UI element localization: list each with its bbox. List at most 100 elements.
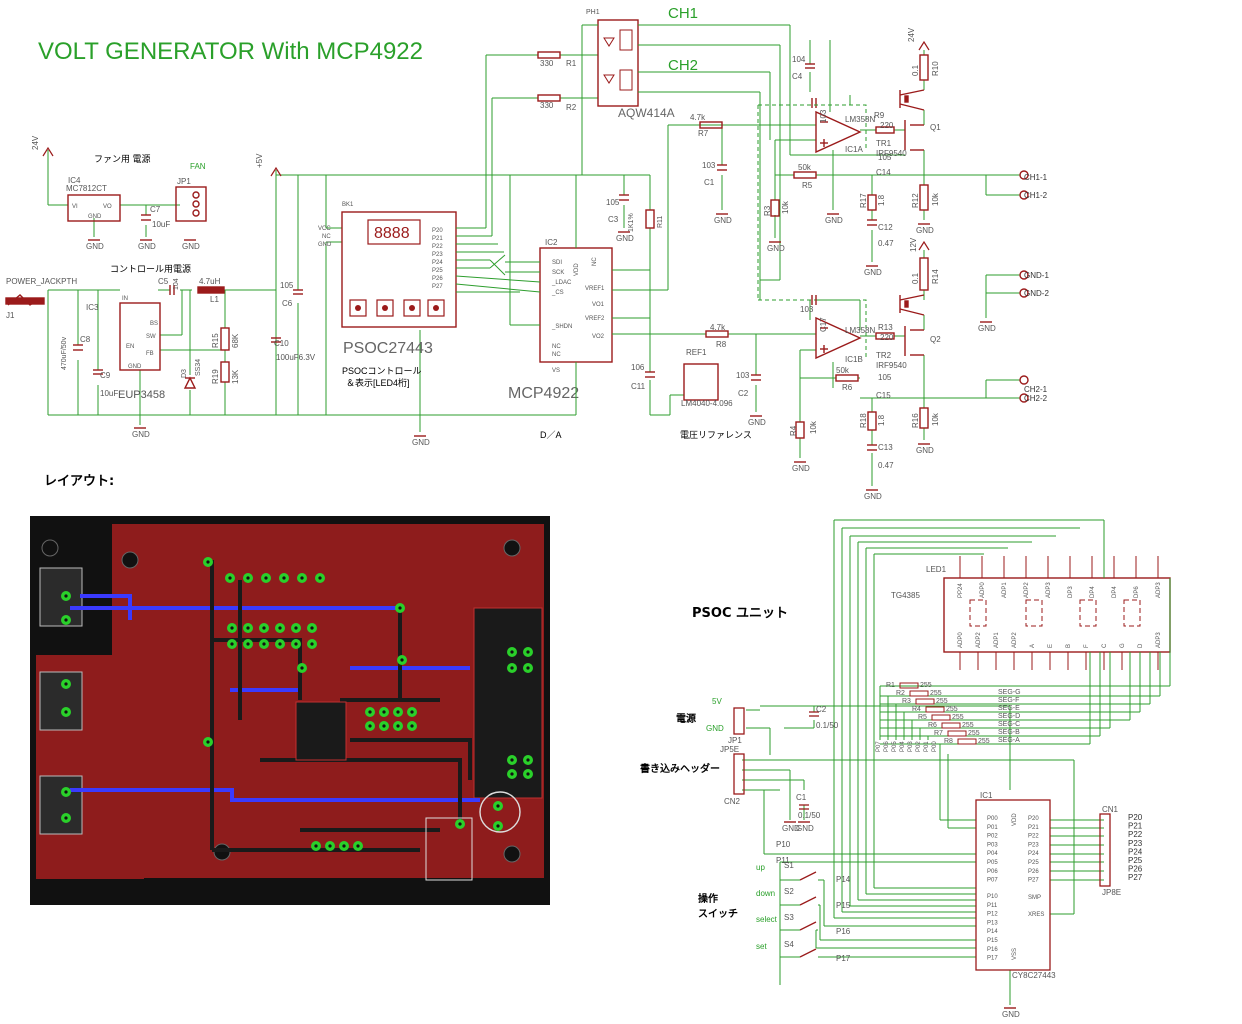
r19-value: 13K — [231, 369, 240, 384]
unit-top-port: P06 — [884, 741, 890, 752]
unit-5v-label: 5V — [712, 697, 722, 706]
r4-value: 10k — [809, 420, 818, 434]
r9-ref: R9 — [874, 111, 885, 120]
c10-ref: C10 — [274, 339, 289, 348]
psoc-pin-nc: NC — [322, 234, 331, 240]
led-top-pin: ADP2 — [1024, 582, 1030, 598]
page-title: VOLT GENERATOR With MCP4922 — [38, 38, 423, 65]
dac-pin-nc-5: NC — [552, 344, 561, 350]
unit-resistor — [925, 706, 945, 713]
relay-block: PH1 AQW414A CH1 CH2 330 R1 330 R2 — [540, 5, 698, 120]
unit-p11: P11 — [776, 856, 790, 865]
led-digit — [969, 599, 987, 627]
psoc-pin-p27: P27 — [432, 284, 443, 290]
jack-ref: J1 — [6, 311, 15, 320]
ic1-vss: VSS — [1012, 948, 1018, 960]
r17-ref: R17 — [859, 193, 868, 208]
ic1-pin: P14 — [987, 929, 998, 935]
ch1-out-1: CH1-1 — [1024, 173, 1048, 182]
unit-resistor — [957, 738, 977, 745]
gnd-label: GND — [182, 242, 200, 251]
ic1-part: CY8C27443 — [1012, 971, 1056, 980]
psoc-pin-p22: P22 — [432, 244, 443, 250]
ic1-pin: P20 — [1028, 816, 1039, 822]
switch-port: P17 — [836, 954, 851, 963]
ic4-pin-gnd: GND — [88, 214, 102, 220]
led-bottom-pin: C — [1102, 643, 1108, 648]
q2-ref: Q2 — [930, 335, 941, 344]
unit-resistor-value: 255 — [946, 706, 958, 713]
unit-p10: P10 — [776, 840, 791, 849]
ch2-parts — [705, 257, 1029, 451]
seg-label: SEG-G — [998, 689, 1021, 696]
r14-ref: R14 — [931, 269, 940, 284]
ic1-vdd: VDD — [1012, 813, 1018, 826]
dac-pin-vref1: VREF1 — [585, 286, 605, 292]
dac-parts — [537, 51, 655, 378]
power-section — [47, 150, 650, 432]
mount-hole — [503, 539, 521, 557]
unit-c1-value: 0.1/50 — [798, 811, 821, 820]
gnd-label: GND — [916, 226, 934, 235]
cn1-pin: P21 — [1128, 822, 1143, 831]
gnd-label: GND — [748, 418, 766, 427]
led-top-pin: ADP3 — [1156, 582, 1162, 598]
gnd-label: GND — [86, 242, 104, 251]
ic1-pin: P17 — [987, 956, 998, 962]
dac-pin-vs-7: VS — [552, 368, 560, 374]
control-supply-label: コントロール用電源 — [110, 264, 191, 274]
ic1-pin: P02 — [987, 834, 998, 840]
unit-top-port: P07 — [876, 741, 882, 752]
psoc-pin-p26: P26 — [432, 276, 443, 282]
led-top-pin: DP3 — [1068, 586, 1074, 598]
psoc-chip — [975, 799, 1051, 971]
ch2-out-1: CH2-1 — [1024, 385, 1048, 394]
c15-ref: C15 — [876, 391, 891, 400]
dac-wires — [420, 54, 700, 416]
gnd-label: GND — [412, 438, 430, 447]
ic3-pin-gnd: GND — [128, 364, 142, 370]
led-bottom-pin: ADP1 — [994, 632, 1000, 648]
unit-c2-ref: C2 — [816, 705, 827, 714]
switch-label-2: スイッチ — [698, 908, 738, 920]
led-top-pin: DP6 — [1134, 586, 1140, 598]
r16-ref: R16 — [911, 413, 920, 428]
ic1-pin: XRES — [1028, 912, 1044, 918]
r12-value: 10k — [931, 192, 940, 206]
ic4-pin-vo: VO — [103, 204, 112, 210]
ic1-pin: P06 — [987, 869, 998, 875]
unit-resistor-value: 255 — [978, 738, 990, 745]
pcb-trace — [80, 594, 132, 620]
r2-value: 330 — [540, 101, 554, 110]
jp1-label: JP1 — [177, 177, 191, 186]
psoc-pin-vcc: VCC — [318, 226, 331, 232]
r10-ref: R10 — [931, 61, 940, 76]
switch-ref: S3 — [784, 913, 794, 922]
psoc-name: PSOC27443 — [343, 340, 433, 357]
gnd-label: GND — [864, 492, 882, 501]
c13-ref: C13 — [878, 443, 893, 452]
q1-ref: Q1 — [930, 123, 941, 132]
ref1-desc: 電圧リファレンス — [680, 430, 752, 440]
seg-label: SEG-E — [998, 705, 1020, 712]
gnd-label: GND — [767, 244, 785, 253]
ic1-pin: P23 — [1028, 842, 1039, 848]
switch-up: up — [756, 863, 765, 872]
unit-wires — [742, 519, 1171, 1005]
gnd-label: GND — [792, 464, 810, 473]
gnd-label: GND — [132, 430, 150, 439]
r14-value: 0.1 — [911, 272, 920, 284]
jp8e-ref: JP8E — [1102, 888, 1121, 897]
relay-ref: PH1 — [586, 9, 600, 16]
psoc-pin-p25: P25 — [432, 268, 443, 274]
ch2-out-2: CH2-2 — [1024, 394, 1048, 403]
r1-value: 330 — [540, 59, 554, 68]
led-bottom-pin: G — [1120, 643, 1126, 648]
ch1-wires — [700, 40, 1020, 262]
unit-c1-ref: C1 — [796, 793, 807, 802]
cn1-pin: P20 — [1128, 813, 1143, 822]
r13-value: 220 — [880, 333, 894, 342]
unit-resistor-ref: R8 — [944, 738, 953, 745]
gnd-label: GND — [978, 324, 996, 333]
